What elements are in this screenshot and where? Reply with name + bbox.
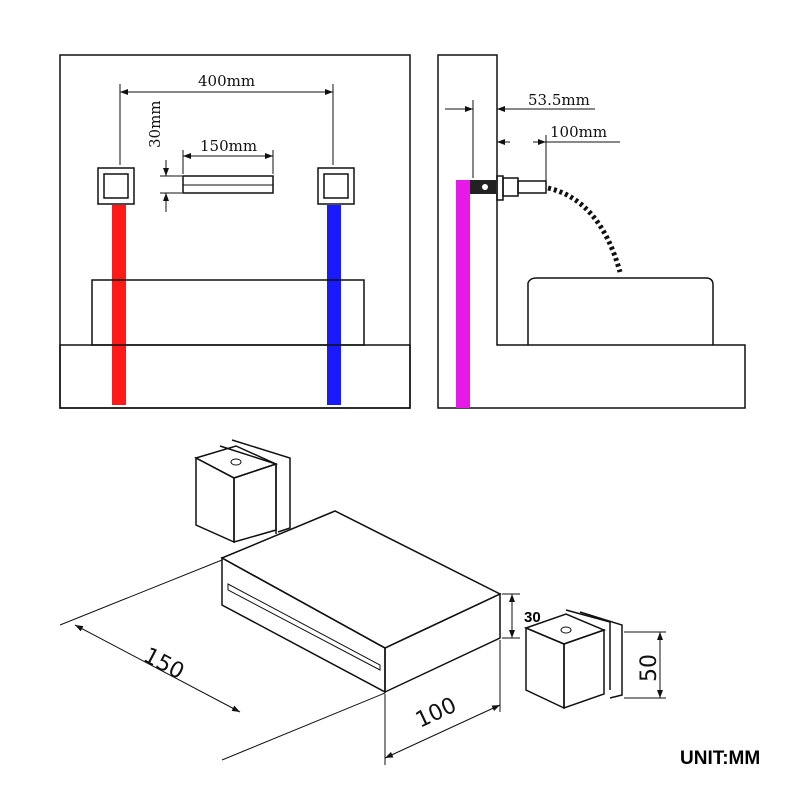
dimension-400: 400mm [119, 72, 334, 165]
spout-label: 150mm [200, 137, 257, 155]
handle-height-label: 50 [637, 654, 662, 682]
wall-and-floor [437, 54, 746, 409]
iso-view: 150 100 30 50 [59, 439, 666, 765]
height-label: 30mm [146, 100, 164, 148]
dimension-100-side: 100mm [497, 123, 620, 182]
iso-height-label: 30 [524, 609, 541, 626]
dimension-53-5: 53.5mm [445, 91, 595, 178]
basin [91, 279, 365, 346]
dimension-100-iso: 100 [384, 640, 501, 765]
supply-pipe [456, 180, 470, 408]
dimension-30: 30mm [146, 100, 182, 212]
basin-side [527, 277, 714, 345]
front-view: 400mm 150mm 30mm [59, 54, 411, 409]
iso-depth-label: 100 [412, 693, 461, 733]
side-view: 53.5mm 100mm [437, 54, 746, 409]
iso-handle-right [523, 609, 623, 710]
spout-front [182, 175, 274, 194]
projection-label: 100mm [550, 123, 607, 141]
spout-side [470, 175, 547, 201]
depth-label: 53.5mm [528, 91, 590, 109]
hot-pipe [112, 205, 126, 405]
unit-label: UNIT:MM [680, 748, 760, 769]
length-label: 150 [139, 643, 188, 685]
cold-pipe [327, 205, 341, 405]
dimension-50-iso: 50 [624, 631, 666, 699]
dimension-150: 150mm [182, 137, 274, 174]
cold-valve-box [317, 167, 355, 205]
iso-spout-body [220, 510, 502, 694]
iso-handle-left [194, 439, 291, 544]
water-stream [547, 185, 623, 273]
dimension-30-iso: 30 [502, 593, 541, 639]
width-label: 400mm [198, 72, 255, 90]
hot-valve-box [97, 167, 135, 205]
